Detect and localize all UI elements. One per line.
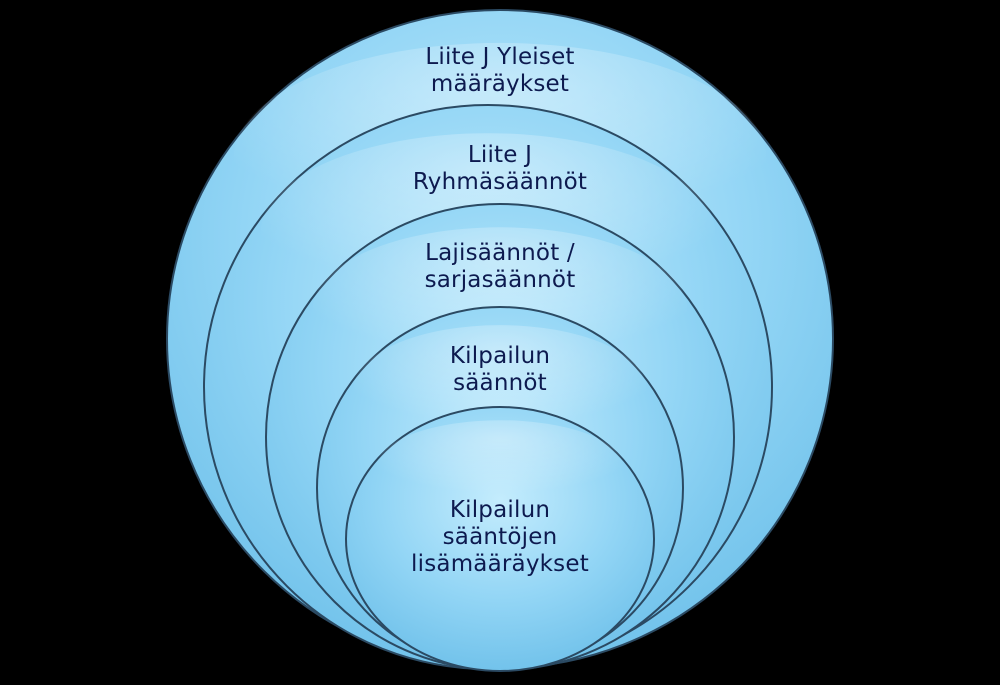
ring-label-line: lisämääräykset [411,551,589,577]
ring-label-supplementary-rules: Kilpailun sääntöjen lisämääräykset [300,497,700,578]
ring-label-line: Ryhmäsäännöt [412,169,588,195]
ring-competition-rules-highlight [353,325,647,452]
ring-label-line: määräykset [430,71,570,97]
ring-label-line: Liite J [467,142,533,168]
ring-label-line: Kilpailun [449,343,551,369]
ring-label-line: säännöt [453,370,547,396]
ring-label-line: Kilpailun [449,497,551,523]
ring-label-line: Lajisäännöt / [425,240,575,266]
ring-label-line: sarjasäännöt [424,267,576,293]
inner-ring-supplementary-rules-highlight [376,420,624,513]
ring-label-sport-rules: Lajisäännöt / sarjasäännöt [300,240,700,294]
ring-label-general-rules: Liite J Yleiset määräykset [300,44,700,98]
ring-label-line: sääntöjen [442,524,558,550]
ring-label-competition-rules: Kilpailun säännöt [300,343,700,397]
ring-label-group-rules: Liite J Ryhmäsäännöt [300,142,700,196]
ring-label-line: Liite J Yleiset [425,44,575,70]
